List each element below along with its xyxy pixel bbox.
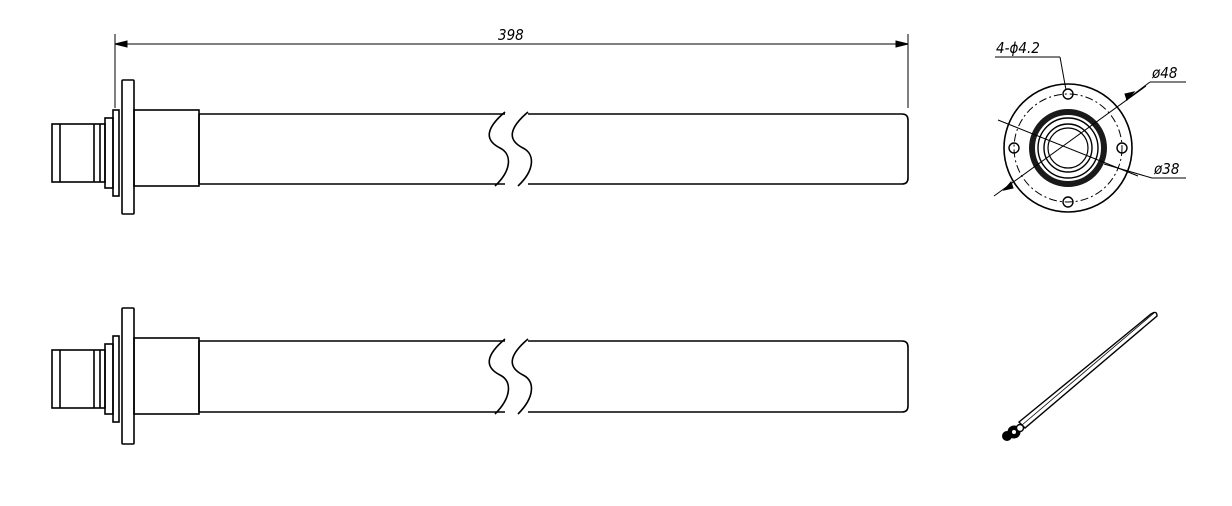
break-line	[511, 111, 533, 187]
radome-tube	[198, 113, 909, 185]
mount-hole	[1008, 142, 1020, 154]
flange	[121, 307, 135, 445]
side-view-top	[51, 79, 909, 215]
base-sleeve	[133, 109, 200, 187]
iso-connector	[1002, 423, 1025, 441]
bolt-circle-leader	[1103, 163, 1186, 179]
flange	[121, 79, 135, 215]
radome-tube	[198, 340, 909, 413]
mount-hole	[1116, 142, 1128, 154]
overall-length-label: 398	[498, 26, 524, 44]
nut-ring	[1029, 109, 1107, 187]
overall-length-dimension	[114, 34, 909, 108]
bolt-circle-label: ø38	[1153, 160, 1179, 178]
base-sleeve	[133, 337, 200, 415]
break-line	[488, 338, 510, 415]
nut	[104, 343, 114, 415]
end-view-flange	[993, 83, 1147, 213]
flange-od-leader	[1125, 81, 1186, 101]
mount-hole	[1062, 196, 1074, 208]
break-line	[511, 338, 533, 415]
bolt-circle	[1013, 93, 1123, 203]
nut	[104, 117, 114, 189]
break-line	[488, 111, 510, 187]
isometric-view	[1002, 311, 1158, 441]
flange-outline	[1003, 83, 1133, 213]
mount-hole	[1062, 88, 1074, 100]
flange-od-label: ø48	[1151, 64, 1177, 82]
iso-radome	[1017, 311, 1158, 429]
mount-holes-label: 4-ϕ4.2	[996, 39, 1040, 57]
hole-callout-leader	[995, 56, 1067, 91]
side-view-bottom	[51, 307, 909, 445]
